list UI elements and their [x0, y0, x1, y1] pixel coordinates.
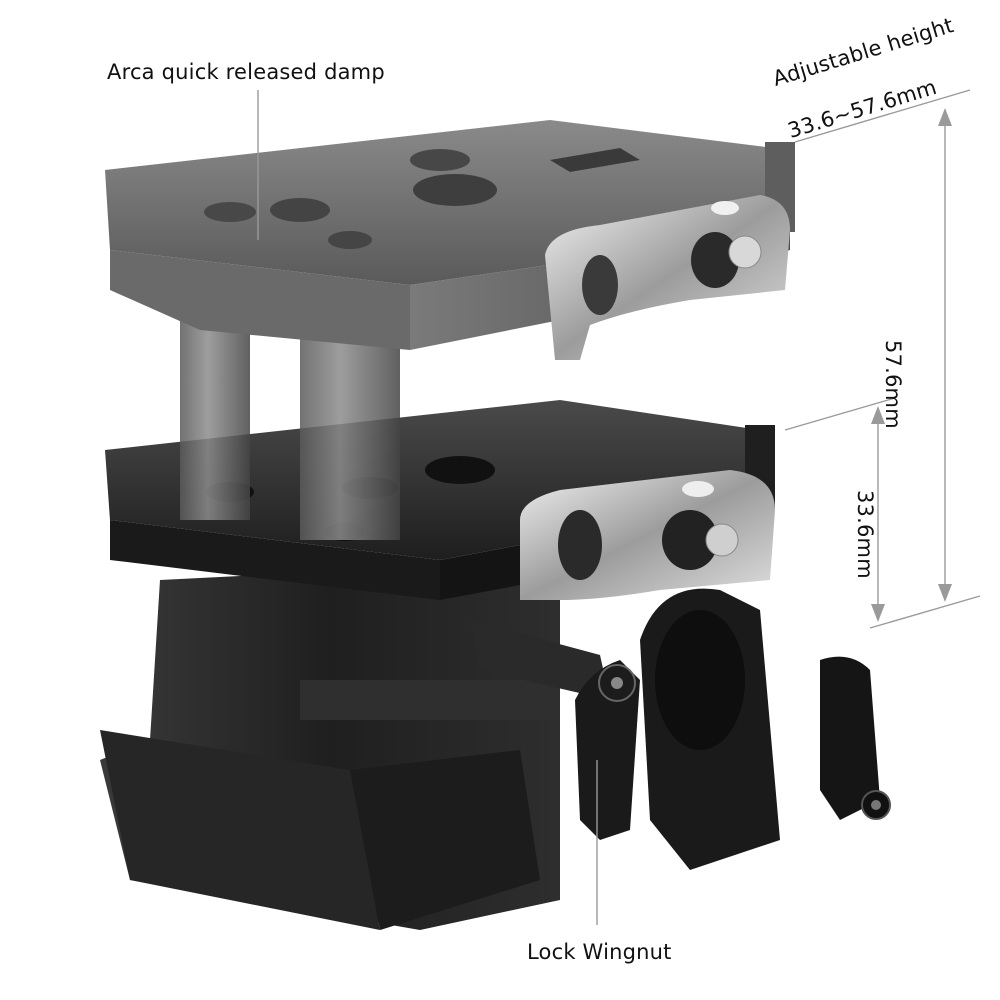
max-height-extension-line: [794, 89, 971, 143]
arca-clamp-label: Arca quick released damp: [107, 60, 385, 84]
rod-clamp: [640, 588, 891, 870]
upper-release-lever: [545, 195, 790, 360]
dimension-arrows: [871, 108, 952, 622]
min-height-label: 33.6mm: [853, 490, 877, 579]
lock-wingnut: [470, 620, 640, 840]
arrow-down-icon: [938, 584, 952, 602]
arrow-down-icon: [871, 604, 885, 622]
arrow-up-icon: [938, 108, 952, 126]
annotation-lines: [257, 89, 981, 925]
base-body: [100, 560, 560, 930]
min-height-top-extension-line: [784, 397, 896, 431]
max-height-label: 57.6mm: [881, 340, 905, 429]
base-extension-line: [869, 595, 981, 629]
arrow-up-icon: [871, 406, 885, 424]
lower-release-lever: [520, 470, 775, 600]
lock-wingnut-label: Lock Wingnut: [527, 940, 672, 964]
